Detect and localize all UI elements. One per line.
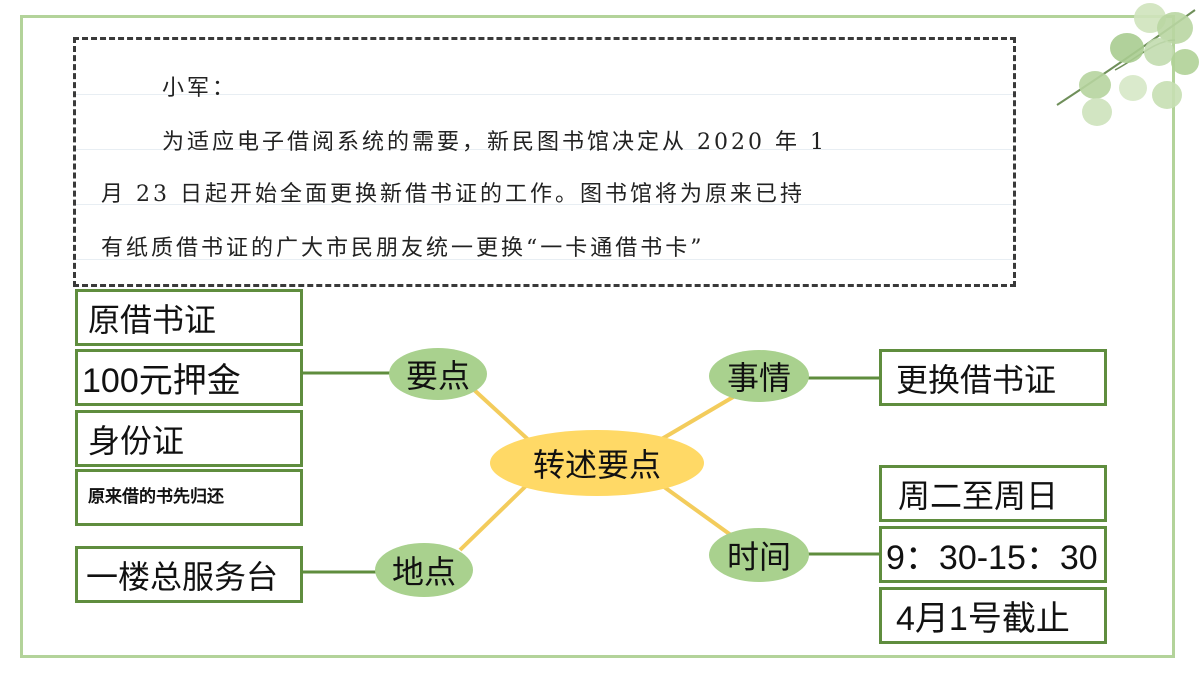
spoke-matter	[658, 391, 742, 442]
spoke-time	[658, 482, 737, 540]
point-box-return-books: 原来借的书先归还	[75, 469, 303, 526]
point-box-old-card: 原借书证	[75, 289, 303, 346]
excerpt-line: 有纸质借书证的广大市民朋友统一更换“一卡通借书卡”	[101, 236, 705, 261]
eucalyptus-leaves-icon	[1056, 3, 1199, 126]
time-box-days: 周二至周日	[879, 465, 1107, 522]
excerpt-line: 月 23 日起开始全面更换新借书证的工作。图书馆将为原来已持	[101, 182, 805, 207]
time-box-hours: 9：30-15：30	[879, 526, 1107, 583]
center-node: 转述要点	[490, 430, 704, 496]
branch-node-points: 要点	[389, 348, 487, 400]
slide-frame	[20, 15, 1175, 658]
branch-node-matter: 事情	[709, 350, 809, 402]
text-excerpt: 小军： 为适应电子借阅系统的需要，新民图书馆决定从 2020 年 1 月 23 …	[73, 37, 1016, 287]
point-box-deposit: 100元押金	[75, 349, 303, 406]
time-box-deadline: 4月1号截止	[879, 587, 1107, 644]
excerpt-line: 为适应电子借阅系统的需要，新民图书馆决定从 2020 年 1	[162, 130, 827, 155]
branch-node-place: 地点	[375, 543, 473, 597]
place-box: 一楼总服务台	[75, 546, 303, 603]
spoke-place	[458, 480, 532, 552]
branch-node-time: 时间	[709, 528, 809, 582]
point-box-id-card: 身份证	[75, 410, 303, 467]
excerpt-salutation: 小军：	[162, 76, 238, 101]
matter-box: 更换借书证	[879, 349, 1107, 406]
